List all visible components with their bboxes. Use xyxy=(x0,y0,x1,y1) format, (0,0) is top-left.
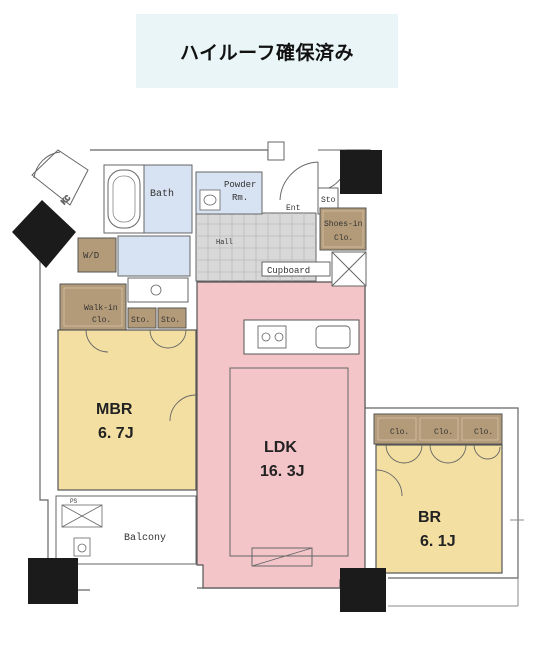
mbr-name: MBR xyxy=(96,401,133,418)
walkin-label-1: Walk-in xyxy=(84,304,118,313)
entry-door: KC xyxy=(31,149,89,208)
right-balcony-edge xyxy=(388,519,524,607)
ldk-size: 16. 3J xyxy=(260,463,304,480)
mbr-size: 6. 7J xyxy=(98,425,134,442)
balcony-label: Balcony xyxy=(124,532,166,544)
br-name: BR xyxy=(418,509,442,526)
clo-label-2: Clo. xyxy=(434,428,453,437)
sto-label-3: Sto. xyxy=(161,316,180,325)
wd-label: W/D xyxy=(83,251,99,261)
ldk-name: LDK xyxy=(264,439,297,456)
mbr-room: MBR 6. 7J xyxy=(57,329,197,491)
shoes-label-2: Clo. xyxy=(334,234,353,243)
powder-label-2: Rm. xyxy=(232,193,248,203)
powder-room: Powder Rm. xyxy=(195,171,263,215)
cr-label: KC xyxy=(60,194,73,207)
balcony: PS Balcony xyxy=(55,495,197,565)
sto-label: Sto xyxy=(321,196,336,205)
walkin-label-2: Clo. xyxy=(92,316,111,325)
clo-label-3: Clo. xyxy=(474,428,493,437)
dining-table xyxy=(251,547,313,567)
ldk-inner-outline xyxy=(229,367,349,557)
ps-label: PS xyxy=(70,498,78,505)
ent-label: Ent xyxy=(286,204,300,213)
hall-area: Hall Ent Cupboard xyxy=(195,204,331,282)
columns xyxy=(12,150,386,612)
duct xyxy=(331,251,367,287)
banner-text: ハイルーフ確保済み xyxy=(180,41,354,64)
br-room: Clo. Clo. Clo. BR 6. 1J xyxy=(373,413,503,574)
bath-room: Bath xyxy=(103,164,193,234)
feature-banner: ハイルーフ確保済み xyxy=(136,14,398,88)
powder-label-1: Powder xyxy=(224,180,256,190)
cupboard-label: Cupboard xyxy=(267,266,310,276)
wash-area: W/D xyxy=(77,235,191,303)
shoes-label-1: Shoes-in xyxy=(324,220,363,229)
hall-label: Hall xyxy=(216,239,233,247)
br-size: 6. 1J xyxy=(420,533,456,550)
walkin-closet: Walk-in Clo. Sto. Sto. xyxy=(59,283,187,331)
clo-label-1: Clo. xyxy=(390,428,409,437)
bath-label: Bath xyxy=(150,188,174,200)
kitchen-counter xyxy=(243,319,360,355)
sto-label-2: Sto. xyxy=(131,316,150,325)
shoes-closet: Sto Shoes-in Clo. xyxy=(317,187,367,251)
